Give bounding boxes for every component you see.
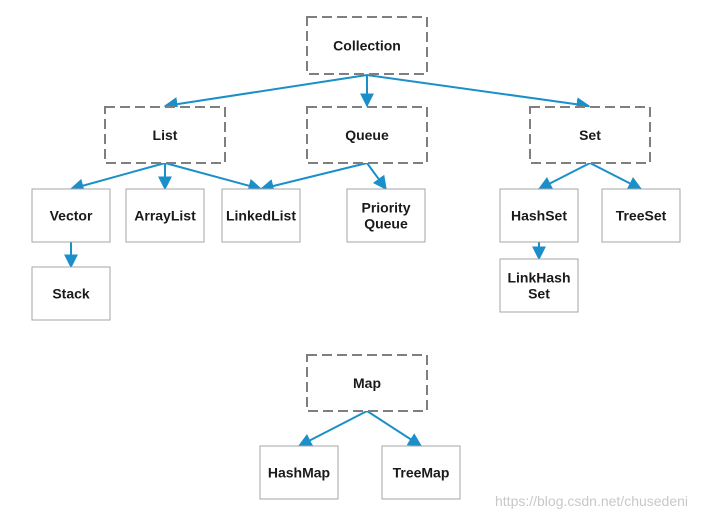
- node-vector: Vector: [31, 188, 111, 243]
- node-treemap: TreeMap: [381, 445, 461, 500]
- class-box: [499, 188, 579, 243]
- node-label: TreeMap: [393, 465, 450, 481]
- node-stack: Stack: [31, 266, 111, 321]
- node-map: Map: [306, 354, 428, 412]
- class-box: [601, 188, 681, 243]
- interface-box: [529, 106, 651, 164]
- class-box: [31, 188, 111, 243]
- node-treeset: TreeSet: [601, 188, 681, 243]
- node-label: Set: [528, 286, 550, 302]
- node-label: Stack: [52, 286, 90, 302]
- arrow-set-to-hashset: [537, 162, 591, 190]
- node-linkedlist: LinkedList: [221, 188, 301, 243]
- node-hashset: HashSet: [499, 188, 579, 243]
- arrow-collection-to-set: [366, 74, 591, 112]
- node-label: Map: [353, 375, 381, 391]
- interface-box: [306, 354, 428, 412]
- node-set: Set: [529, 106, 651, 164]
- interface-box: [306, 106, 428, 164]
- node-label: Queue: [345, 127, 389, 143]
- class-box: [125, 188, 205, 243]
- node-label: ArrayList: [134, 208, 196, 224]
- class-box: [381, 445, 461, 500]
- node-queue: Queue: [306, 106, 428, 164]
- node-label: Priority: [361, 200, 410, 216]
- node-label: HashMap: [268, 465, 330, 481]
- class-box: [346, 188, 426, 243]
- arrow-list-to-linkedlist: [164, 162, 263, 193]
- node-label: TreeSet: [616, 208, 667, 224]
- arrow-queue-to-linkedlist: [259, 162, 368, 193]
- arrow-queue-to-priorityqueue: [366, 162, 387, 191]
- arrow-map-to-hashmap: [297, 410, 368, 447]
- edges: [64, 74, 643, 447]
- node-label: Collection: [333, 38, 401, 54]
- node-label: Queue: [364, 216, 408, 232]
- node-collection: Collection: [306, 16, 428, 75]
- arrow-list-to-vector: [69, 162, 166, 193]
- node-label: List: [153, 127, 178, 143]
- node-label: Vector: [50, 208, 93, 224]
- arrow-collection-to-list: [163, 74, 368, 112]
- arrow-map-to-treemap: [366, 410, 423, 447]
- node-list: List: [104, 106, 226, 164]
- node-label: HashSet: [511, 208, 567, 224]
- node-label: LinkHash: [507, 270, 570, 286]
- class-box: [259, 445, 339, 500]
- class-box: [221, 188, 301, 243]
- interface-box: [306, 16, 428, 75]
- watermark: https://blog.csdn.net/chusedeni: [495, 493, 689, 509]
- class-box: [31, 266, 111, 321]
- node-label: LinkedList: [226, 208, 296, 224]
- class-box: [499, 258, 579, 313]
- interface-box: [104, 106, 226, 164]
- node-hashmap: HashMap: [259, 445, 339, 500]
- arrow-set-to-treeset: [589, 162, 643, 190]
- node-arraylist: ArrayList: [125, 188, 205, 243]
- node-label: Set: [579, 127, 601, 143]
